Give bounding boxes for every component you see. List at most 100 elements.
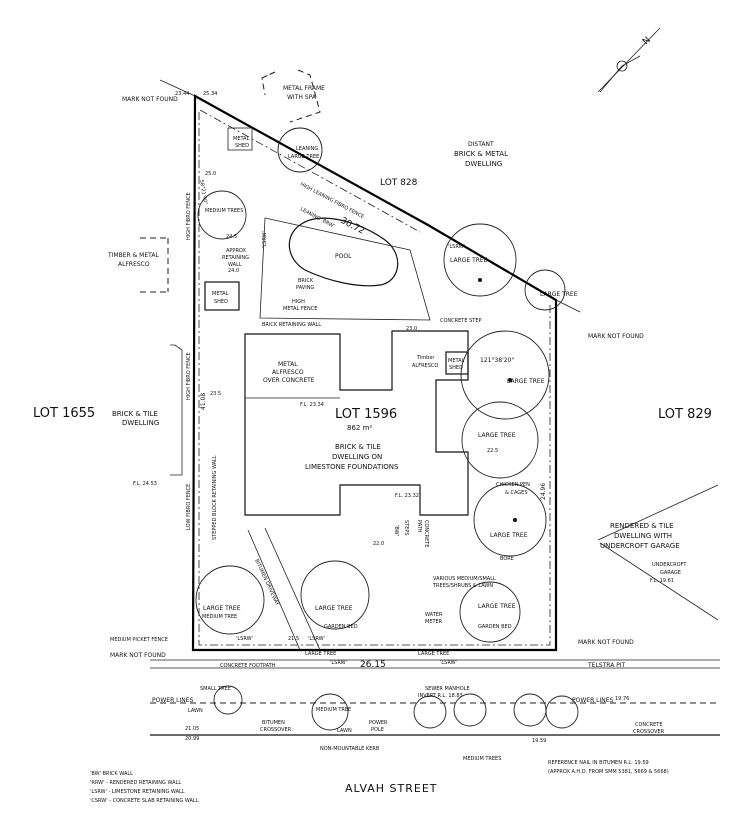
dwelling-footprint xyxy=(244,330,469,516)
mark-not-found-right: MARK NOT FOUND xyxy=(588,333,644,340)
concrete-footpath: CONCRETE FOOTPATH xyxy=(220,663,276,669)
brick-paving-2: PAVING xyxy=(296,285,314,291)
medium-tree-lot: MEDIUM TREE xyxy=(202,614,237,620)
small-tree: SMALL TREE xyxy=(200,686,231,692)
large-tree-1: LARGE TREE xyxy=(450,257,488,264)
metal-shed-rear-2: SHED xyxy=(214,299,228,305)
rendered-right-2: DWELLING WITH xyxy=(614,532,672,540)
power-lines-left: POWER LINES xyxy=(152,697,194,704)
large-tree-2: LARGE TREE xyxy=(540,291,578,298)
sewer-2: INVERT R.L. 18.83 xyxy=(418,693,463,699)
large-tree-3: LARGE TREE xyxy=(507,378,545,385)
distant-line-2: BRICK & METAL xyxy=(454,150,508,158)
medium-trees-verge: MEDIUM TREES xyxy=(463,756,501,762)
high-fibro-fence-top: HIGH FIBRO FENCE xyxy=(186,192,192,240)
medium-trees-top: MEDIUM TREES xyxy=(205,208,243,214)
metal-frame-line-1: METAL FRAME xyxy=(283,85,325,92)
undercroft-3: F.L. 19.61 xyxy=(650,578,674,584)
contour-25: 25.0 xyxy=(205,171,216,177)
approx-line-3: WALL xyxy=(228,262,242,268)
concrete-path-2: PATH xyxy=(416,520,422,533)
power-pole-1: POWER xyxy=(369,720,388,726)
water-meter-2: METER xyxy=(425,619,443,625)
water-meter-1: WATER xyxy=(425,612,443,618)
spot-level: 25.34 xyxy=(203,91,217,97)
lsrw-pool: 'LSRW' xyxy=(262,231,268,248)
garden-bed-left: GARDEN BED xyxy=(324,624,358,630)
metal-frame-line-2: WITH SPA xyxy=(287,94,317,101)
lawn-left: LAWN xyxy=(188,708,203,714)
concrete-crossover-1: CONCRETE xyxy=(635,722,663,728)
rendered-right-3: UNDERCROFT GARAGE xyxy=(600,542,680,550)
chicken-pen-2: & CAGES xyxy=(505,490,528,496)
lsrw-front-mid: 'LSRW' xyxy=(308,636,325,642)
legend-bw: 'BW' BRICK WALL xyxy=(90,771,133,777)
bitumen-driveway: BITUMEN DRIVEWAY xyxy=(253,558,280,607)
lot-1655-label: LOT 1655 xyxy=(33,406,95,421)
sewer-1: SEWER MANHOLE xyxy=(425,686,470,692)
power-lines-right: POWER LINES xyxy=(572,697,614,704)
leaning-tree-line-1: LEANING xyxy=(296,146,318,152)
pool-label: POOL xyxy=(335,253,352,260)
contour-22-5: 22.5 xyxy=(487,448,498,454)
legend-lsrw: 'LSRW' - LIMESTONE RETAINING WALL xyxy=(90,789,185,795)
approx-line-2: RETAINING xyxy=(222,255,249,261)
timber-alfresco-outline xyxy=(140,237,169,293)
bitumen-crossover-2: CROSSOVER xyxy=(260,727,292,733)
medium-picket-fence: MEDIUM PICKET FENCE xyxy=(110,637,168,643)
large-tree-4: LARGE TREE xyxy=(478,432,516,439)
lsrw-right: 'LSRW' xyxy=(448,244,465,250)
large-tree-9: LARGE TREE xyxy=(418,651,449,657)
metal-shed-top-label-2: SHED xyxy=(235,143,249,149)
spot-level: 23.44 xyxy=(175,91,189,97)
tree-canopies xyxy=(195,127,579,731)
metal-alfresco-2: ALFRESCO xyxy=(272,369,304,376)
high-metal-fence-1: HIGH xyxy=(292,299,305,305)
leaning-tree-line-2: LARGE TREE xyxy=(288,154,319,160)
timber-metal-line-2: ALFRESCO xyxy=(118,261,150,268)
neighbour-dwelling-left xyxy=(170,344,183,476)
mark-not-found-front: MARK NOT FOUND xyxy=(578,639,634,646)
reference-nail-2: (APPROX A.H.D. FROM SMM 5381, 5669 & 566… xyxy=(548,769,669,775)
large-tree-5: LARGE TREE xyxy=(490,532,528,539)
mark-not-found-top: MARK NOT FOUND xyxy=(122,96,178,103)
spot-level-right: 19.76 xyxy=(615,696,629,702)
garden-bed-right: GARDEN BED xyxy=(478,624,512,630)
undercroft-2: GARAGE xyxy=(660,570,681,576)
bitumen-crossover-1: BITUMEN xyxy=(262,720,285,726)
reference-nail-1: REFERENCE NAIL IN BITUMEN R.L. 19.59 xyxy=(548,760,649,766)
various-trees-2: TREES/SHRUBS & LAWN xyxy=(432,583,493,589)
lot-1596-label: LOT 1596 xyxy=(335,407,397,422)
distant-line-3: DWELLING xyxy=(465,160,502,168)
metal-shed-top-label-1: METAL xyxy=(233,136,250,142)
stepped-block-wall: STEPPED BLOCK RETAINING WALL xyxy=(212,455,218,540)
metal-shed-rear xyxy=(204,281,240,311)
large-tree-7: LARGE TREE xyxy=(315,605,353,612)
concrete-path-1: CONCRETE xyxy=(423,520,429,548)
metal-alfresco-1: METAL xyxy=(278,361,298,368)
area-label: 862 m² xyxy=(347,424,372,432)
pool-outline xyxy=(288,217,399,287)
chicken-pen-1: CHICKEN PEN xyxy=(496,482,530,488)
bearing-top: 58°21'40" xyxy=(198,179,208,205)
non-mountable-kerb: NON-MOUNTABLE KERB xyxy=(320,746,380,752)
north-label: N xyxy=(641,35,653,47)
high-metal-fence-2: METAL FENCE xyxy=(283,306,317,312)
lsrw-front-3: 'LSRW' xyxy=(440,660,457,666)
neighbour-dwelling-right xyxy=(597,484,719,621)
contour-21-5: 21.5 xyxy=(288,636,299,642)
metal-frame-spa-outline xyxy=(261,69,321,123)
medium-tree-verge: MEDIUM TREE xyxy=(316,707,351,713)
metal-shed-top xyxy=(227,127,253,151)
brick-paving-1: BRICK xyxy=(298,278,314,284)
contour-24: 24.0 xyxy=(228,268,239,274)
metal-alfresco-3: OVER CONCRETE xyxy=(263,377,315,384)
spot-level-kerb: 19.59 xyxy=(532,738,546,744)
contour-24-5: 24.5 xyxy=(226,234,237,240)
undercroft-1: UNDERCROFT xyxy=(652,562,687,568)
north-arrow-icon: N xyxy=(597,27,661,93)
main-dwelling-1: BRICK & TILE xyxy=(335,443,381,451)
bearing-right: 121°38'20" xyxy=(480,357,514,364)
large-tree-6: LARGE TREE xyxy=(478,603,516,610)
